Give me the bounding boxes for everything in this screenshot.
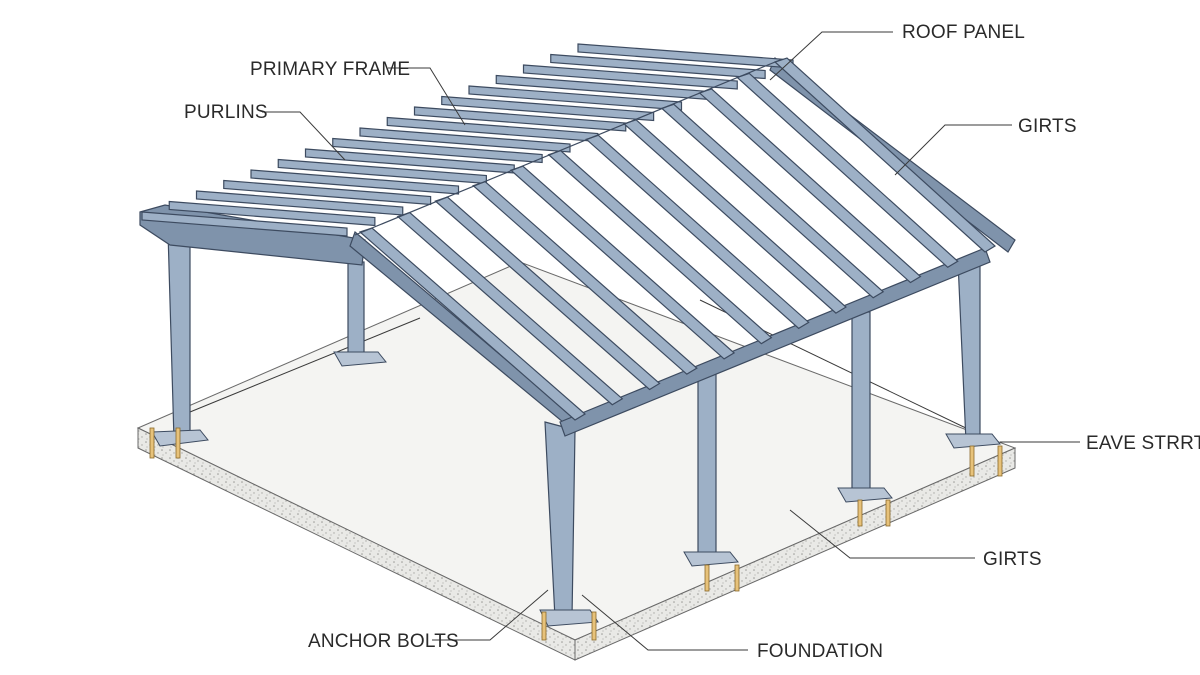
columns xyxy=(151,231,1001,627)
purlin xyxy=(168,200,376,227)
leader-roof-panel xyxy=(769,31,893,81)
base-plate-front-right-mid xyxy=(837,487,893,503)
anchor-bolt xyxy=(541,611,547,641)
purlin xyxy=(332,137,543,164)
label-purlins: PURLINS xyxy=(184,102,268,123)
slab-front-right-edge xyxy=(574,447,1016,661)
leader-girts-lower xyxy=(789,509,975,559)
purlin xyxy=(250,169,460,195)
purlin xyxy=(359,127,571,153)
base-plate-back-left xyxy=(333,351,387,367)
anchor-bolt xyxy=(885,499,891,527)
roof-member xyxy=(698,88,922,284)
label-roof-panel: ROOF PANEL xyxy=(902,22,1025,43)
purlins-right-plane xyxy=(358,57,997,421)
column-front-left xyxy=(167,231,191,441)
purlin xyxy=(441,95,655,122)
anchor-bolt xyxy=(997,445,1003,477)
label-girts-upper: GIRTS xyxy=(1018,116,1077,137)
anchor-bolt xyxy=(857,499,863,527)
roof-member xyxy=(622,119,847,314)
label-primary-frame: PRIMARY FRAME xyxy=(250,59,410,80)
purlins-left-plane xyxy=(141,43,794,237)
purlin xyxy=(522,64,738,90)
anchor-bolt xyxy=(704,564,710,592)
callout-labels: ROOF PANEL PRIMARY FRAME PURLINS GIRTS E… xyxy=(184,22,1200,662)
label-foundation: FOUNDATION xyxy=(757,641,883,662)
floor-guide-line xyxy=(189,317,421,413)
leader-foundation xyxy=(581,594,748,651)
anchor-bolt xyxy=(175,427,181,459)
anchor-bolt xyxy=(149,427,155,459)
purlin xyxy=(413,106,627,132)
anchor-bolt xyxy=(734,564,740,592)
base-plate-right-corner xyxy=(945,433,1001,449)
column-front-mid xyxy=(697,371,717,563)
roof-member xyxy=(736,72,959,269)
label-eave-struts: EAVE STRRTS xyxy=(1086,433,1200,454)
column-front-right-mid xyxy=(851,311,871,498)
purlin xyxy=(550,53,766,80)
leader-girts-upper xyxy=(894,124,1012,176)
anchor-bolt-group xyxy=(149,427,1003,641)
base-plate-front-mid xyxy=(683,551,739,567)
label-anchor-bolts: ANCHOR BOLTS xyxy=(308,631,459,652)
ridge-line xyxy=(354,59,781,236)
leader-lines xyxy=(262,31,1080,651)
roof-member xyxy=(773,57,997,253)
anchor-bolt xyxy=(591,611,597,641)
leader-anchor-bolts xyxy=(432,589,549,641)
leader-purlins xyxy=(262,111,346,161)
leader-primary-frame xyxy=(388,67,466,126)
anchor-bolt xyxy=(969,445,975,477)
column-back-left xyxy=(347,261,365,363)
label-girts-lower: GIRTS xyxy=(983,549,1042,570)
roof-member xyxy=(660,103,885,299)
purlin xyxy=(141,211,348,237)
column-right-corner xyxy=(957,261,981,443)
purlin xyxy=(468,85,683,111)
